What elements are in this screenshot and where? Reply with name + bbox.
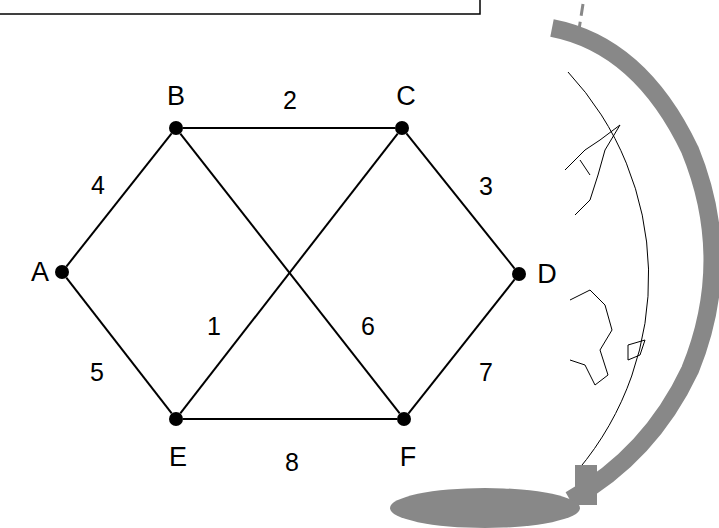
vertex-label: A — [31, 259, 49, 286]
vertex-dot: B — [169, 121, 183, 135]
vertex-dot: A — [55, 265, 69, 279]
vertex-label: B — [167, 83, 185, 110]
edge-weight: 1 — [204, 313, 224, 340]
graph-edge — [408, 279, 514, 413]
edge-weight: 7 — [476, 359, 496, 386]
graph-edge — [183, 127, 395, 129]
edge-weight: 6 — [358, 313, 378, 340]
frame-fragment — [0, 0, 480, 14]
graph-edge — [66, 133, 171, 266]
globe-stand — [575, 465, 597, 505]
edge-weight: 8 — [282, 449, 302, 476]
vertex-label: C — [396, 83, 416, 110]
edge-weight: 3 — [476, 173, 496, 200]
graph-edge — [183, 418, 397, 420]
coastline — [565, 125, 620, 215]
edge-weight: 5 — [87, 359, 107, 386]
vertex-dot: D — [512, 267, 526, 281]
globe-meridian-ring — [552, 28, 713, 500]
graph-edge — [406, 133, 514, 268]
graph-edge — [66, 278, 171, 414]
coastline — [570, 290, 645, 385]
vertex-dot: F — [397, 412, 411, 426]
edge-weight: 4 — [88, 172, 108, 199]
vertex-dot: C — [395, 121, 409, 135]
vertex-label: E — [169, 444, 187, 471]
vertex-label: D — [537, 261, 557, 288]
vertex-label: F — [400, 444, 417, 471]
edge-weight: 2 — [280, 87, 300, 114]
globe-outline — [568, 72, 649, 470]
globe-base — [390, 488, 580, 528]
vertex-dot: E — [169, 412, 183, 426]
graph-edge — [180, 134, 399, 414]
